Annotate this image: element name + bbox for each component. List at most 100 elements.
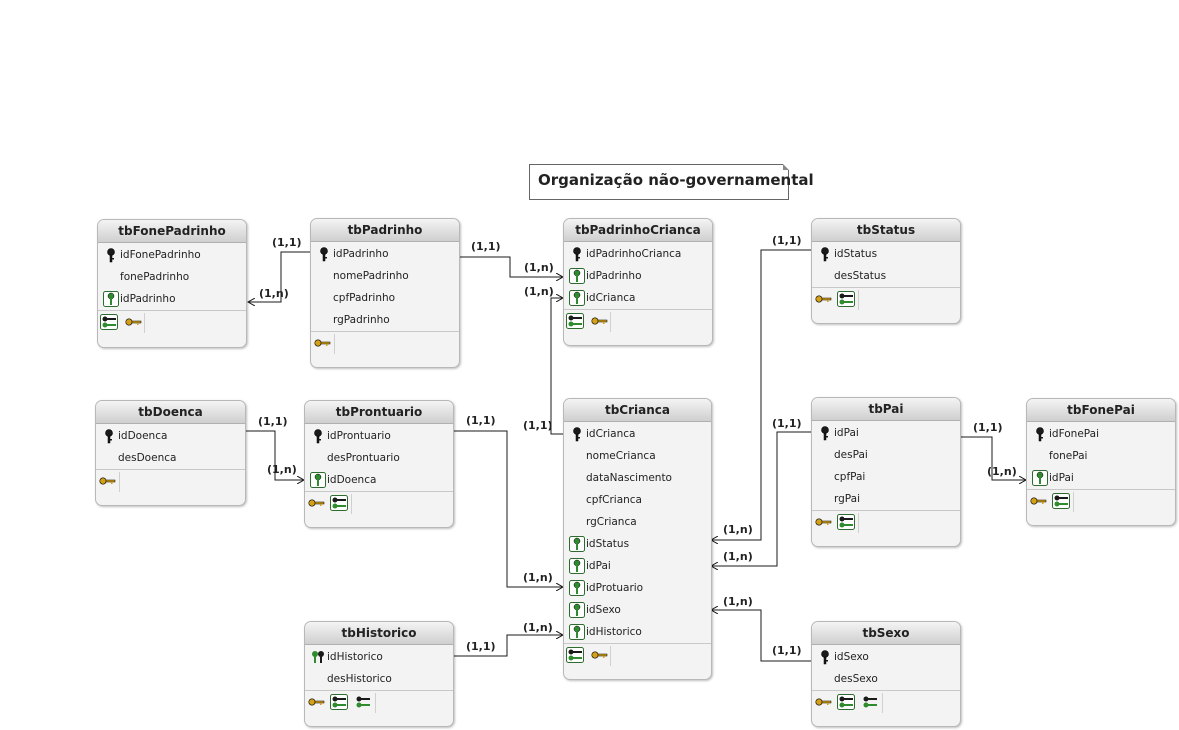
field-row[interactable]: desStatus: [812, 265, 960, 287]
primary-key-icon: [817, 246, 833, 262]
index-key-icon: [307, 495, 325, 511]
entity-index-footer: [98, 311, 246, 333]
field-name: idDoenca: [327, 474, 377, 486]
field-row[interactable]: fonePai: [1027, 445, 1175, 467]
index-key-icon: [814, 291, 832, 307]
rel-line-padrinho-padrinhocrianca: [459, 256, 563, 277]
field-row[interactable]: idPadrinho: [564, 265, 712, 287]
entity-title: tbCrianca: [564, 399, 711, 422]
field-row[interactable]: idFonePadrinho: [98, 244, 246, 266]
field-row[interactable]: rgPadrinho: [311, 309, 459, 331]
foreign-key-icon: [569, 602, 585, 618]
field-row[interactable]: desDoenca: [96, 447, 245, 469]
field-name: idHistorico: [327, 651, 383, 663]
field-row[interactable]: idPai: [812, 422, 960, 444]
entity-tbPai[interactable]: tbPai idPai desPai cpfPai rgPai: [811, 397, 961, 547]
field-row[interactable]: cpfPai: [812, 466, 960, 488]
primary-key-icon: [817, 649, 833, 665]
rel-line-sexo-crianca: [711, 610, 811, 662]
field-name: cpfPai: [834, 471, 866, 483]
field-row[interactable]: idFonePai: [1027, 423, 1175, 445]
diagram-title: Organização não-governamental: [538, 171, 814, 189]
field-name: idPadrinho: [586, 270, 642, 282]
entity-index-footer: [812, 511, 960, 533]
field-row[interactable]: nomePadrinho: [311, 265, 459, 287]
field-name: cpfPadrinho: [333, 292, 396, 304]
entity-tbProntuario[interactable]: tbProntuario idProntuario desProntuario …: [304, 400, 454, 528]
field-row[interactable]: idProtuario: [564, 577, 711, 599]
field-row[interactable]: desProntuario: [305, 447, 453, 469]
field-name: nomePadrinho: [333, 270, 409, 282]
entity-tbCrianca[interactable]: tbCrianca idCrianca nomeCrianca dataNasc…: [563, 398, 712, 680]
foreign-key-icon: [103, 291, 119, 307]
field-row[interactable]: fonePadrinho: [98, 266, 246, 288]
field-row[interactable]: idProntuario: [305, 425, 453, 447]
field-name: idSexo: [834, 651, 869, 663]
field-row[interactable]: idSexo: [812, 646, 960, 668]
rel-line-pai-crianca: [711, 431, 811, 566]
primary-key-icon: [310, 428, 326, 444]
field-row[interactable]: dataNascimento: [564, 467, 711, 489]
field-row[interactable]: nomeCrianca: [564, 445, 711, 467]
field-row[interactable]: rgPai: [812, 488, 960, 510]
field-row[interactable]: idDoenca: [96, 425, 245, 447]
index-key-icon: [814, 694, 832, 710]
field-row[interactable]: desPai: [812, 444, 960, 466]
field-row[interactable]: cpfCrianca: [564, 489, 711, 511]
fk-index-icon: [330, 495, 348, 511]
field-row[interactable]: rgCrianca: [564, 511, 711, 533]
field-row[interactable]: idCrianca: [564, 287, 712, 309]
entity-tbFonePai[interactable]: tbFonePai idFonePai fonePai idPai: [1026, 398, 1176, 526]
field-row[interactable]: idPadrinho: [98, 288, 246, 310]
field-row[interactable]: idPadrinhoCrianca: [564, 243, 712, 265]
entity-index-footer: [1027, 490, 1175, 512]
field-row[interactable]: idCrianca: [564, 423, 711, 445]
field-name: rgCrianca: [586, 516, 637, 528]
index-key-icon: [1029, 493, 1047, 509]
field-row[interactable]: idPadrinho: [311, 243, 459, 265]
field-row[interactable]: idStatus: [564, 533, 711, 555]
entity-tbStatus[interactable]: tbStatus idStatus desStatus: [811, 218, 961, 324]
field-name: desProntuario: [327, 452, 400, 464]
entity-tbSexo[interactable]: tbSexo idSexo desSexo: [811, 621, 961, 727]
field-row[interactable]: idPai: [564, 555, 711, 577]
cardinality-label: (1,n): [723, 550, 753, 563]
entity-title: tbFonePadrinho: [98, 220, 246, 243]
foreign-key-icon: [569, 558, 585, 574]
field-row[interactable]: idHistorico: [564, 621, 711, 643]
cardinality-label: (1,1): [471, 240, 501, 253]
field-row[interactable]: idHistorico: [305, 646, 453, 668]
field-row[interactable]: idDoenca: [305, 469, 453, 491]
cardinality-label: (1,1): [772, 644, 802, 657]
field-row[interactable]: idStatus: [812, 243, 960, 265]
foreign-key-icon: [569, 268, 585, 284]
foreign-key-icon: [310, 472, 326, 488]
index-key-icon: [590, 647, 608, 663]
entity-tbPadrinhoCrianca[interactable]: tbPadrinhoCrianca idPadrinhoCrianca idPa…: [563, 218, 713, 346]
field-row[interactable]: idSexo: [564, 599, 711, 621]
entity-index-footer: [564, 644, 711, 666]
index-key-icon: [98, 473, 116, 489]
field-row[interactable]: cpfPadrinho: [311, 287, 459, 309]
entity-tbPadrinho[interactable]: tbPadrinho idPadrinho nomePadrinho cpfPa…: [310, 218, 460, 368]
field-name: fonePai: [1049, 450, 1088, 462]
field-row[interactable]: desSexo: [812, 668, 960, 690]
field-row[interactable]: desHistorico: [305, 668, 453, 690]
index-key-icon: [124, 314, 142, 330]
entity-tbFonePadrinho[interactable]: tbFonePadrinho idFonePadrinho fonePadrin…: [97, 219, 247, 348]
fk-index-icon: [837, 514, 855, 530]
cardinality-label: (1,1): [272, 236, 302, 249]
entity-tbDoenca[interactable]: tbDoenca idDoenca desDoenca: [95, 400, 246, 506]
foreign-key-icon: [569, 580, 585, 596]
field-name: desStatus: [834, 270, 887, 282]
field-row[interactable]: idPai: [1027, 467, 1175, 489]
field-name: cpfCrianca: [586, 494, 642, 506]
index-key-icon: [313, 335, 331, 351]
field-name: idPai: [1049, 472, 1074, 484]
entity-index-footer: [564, 310, 712, 332]
entity-tbHistorico[interactable]: tbHistorico idHistorico desHistorico: [304, 621, 454, 727]
field-name: idFonePai: [1049, 428, 1099, 440]
cardinality-label: (1,1): [523, 419, 553, 432]
primary-key-icon: [817, 425, 833, 441]
